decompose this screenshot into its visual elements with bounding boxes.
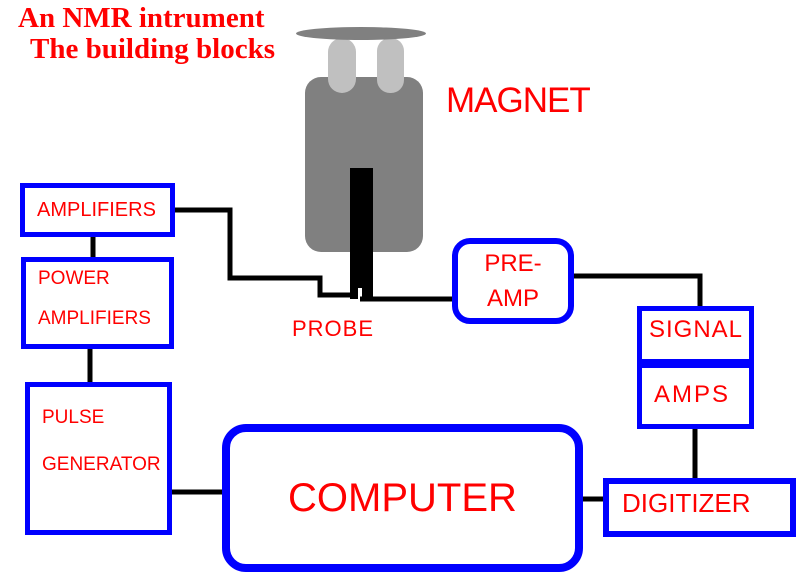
computer-box: COMPUTER [222, 424, 583, 572]
magnet-label: MAGNET [446, 81, 591, 120]
pre-amp-label-line1: PRE- [484, 250, 542, 277]
amplifiers-label: AMPLIFIERS [37, 198, 156, 221]
digitizer-label: DIGITIZER [622, 488, 751, 518]
signal-box: SIGNAL [637, 306, 754, 364]
slide-title: An NMR intrument The building blocks [18, 3, 275, 65]
computer-label: COMPUTER [288, 476, 517, 520]
amps-box: AMPS [637, 363, 754, 429]
magnet-top-cap [296, 27, 426, 40]
title-line-2: The building blocks [30, 33, 275, 65]
magnet-pillar-right [377, 38, 404, 93]
amplifiers-box: AMPLIFIERS [20, 183, 175, 237]
wire-amplifiers-to-probe [175, 207, 353, 298]
probe-leg-left [350, 288, 358, 299]
pre-amp-box: PRE- AMP [452, 238, 574, 324]
power-amplifiers-box: POWER AMPLIFIERS [21, 257, 174, 349]
wire-preamp-to-signal-amps [572, 273, 703, 308]
magnet-pillar-left [328, 38, 356, 93]
probe-bar [350, 168, 373, 288]
amps-label: AMPS [654, 381, 731, 408]
digitizer-box: DIGITIZER [603, 478, 796, 537]
title-line-1: An NMR intrument [18, 2, 265, 34]
probe-label: PROBE [292, 316, 375, 341]
signal-label: SIGNAL [649, 316, 744, 343]
pre-amp-label-line2: AMP [486, 285, 539, 313]
pulse-generator-box: PULSE GENERATOR [25, 382, 172, 535]
power-amplifiers-label-line2: AMPLIFIERS [38, 307, 151, 329]
pulse-generator-label-line2: GENERATOR [42, 453, 161, 475]
probe-leg-right [362, 288, 373, 299]
pulse-generator-label-line1: PULSE [42, 407, 105, 428]
power-amplifiers-label-line1: POWER [38, 268, 110, 289]
